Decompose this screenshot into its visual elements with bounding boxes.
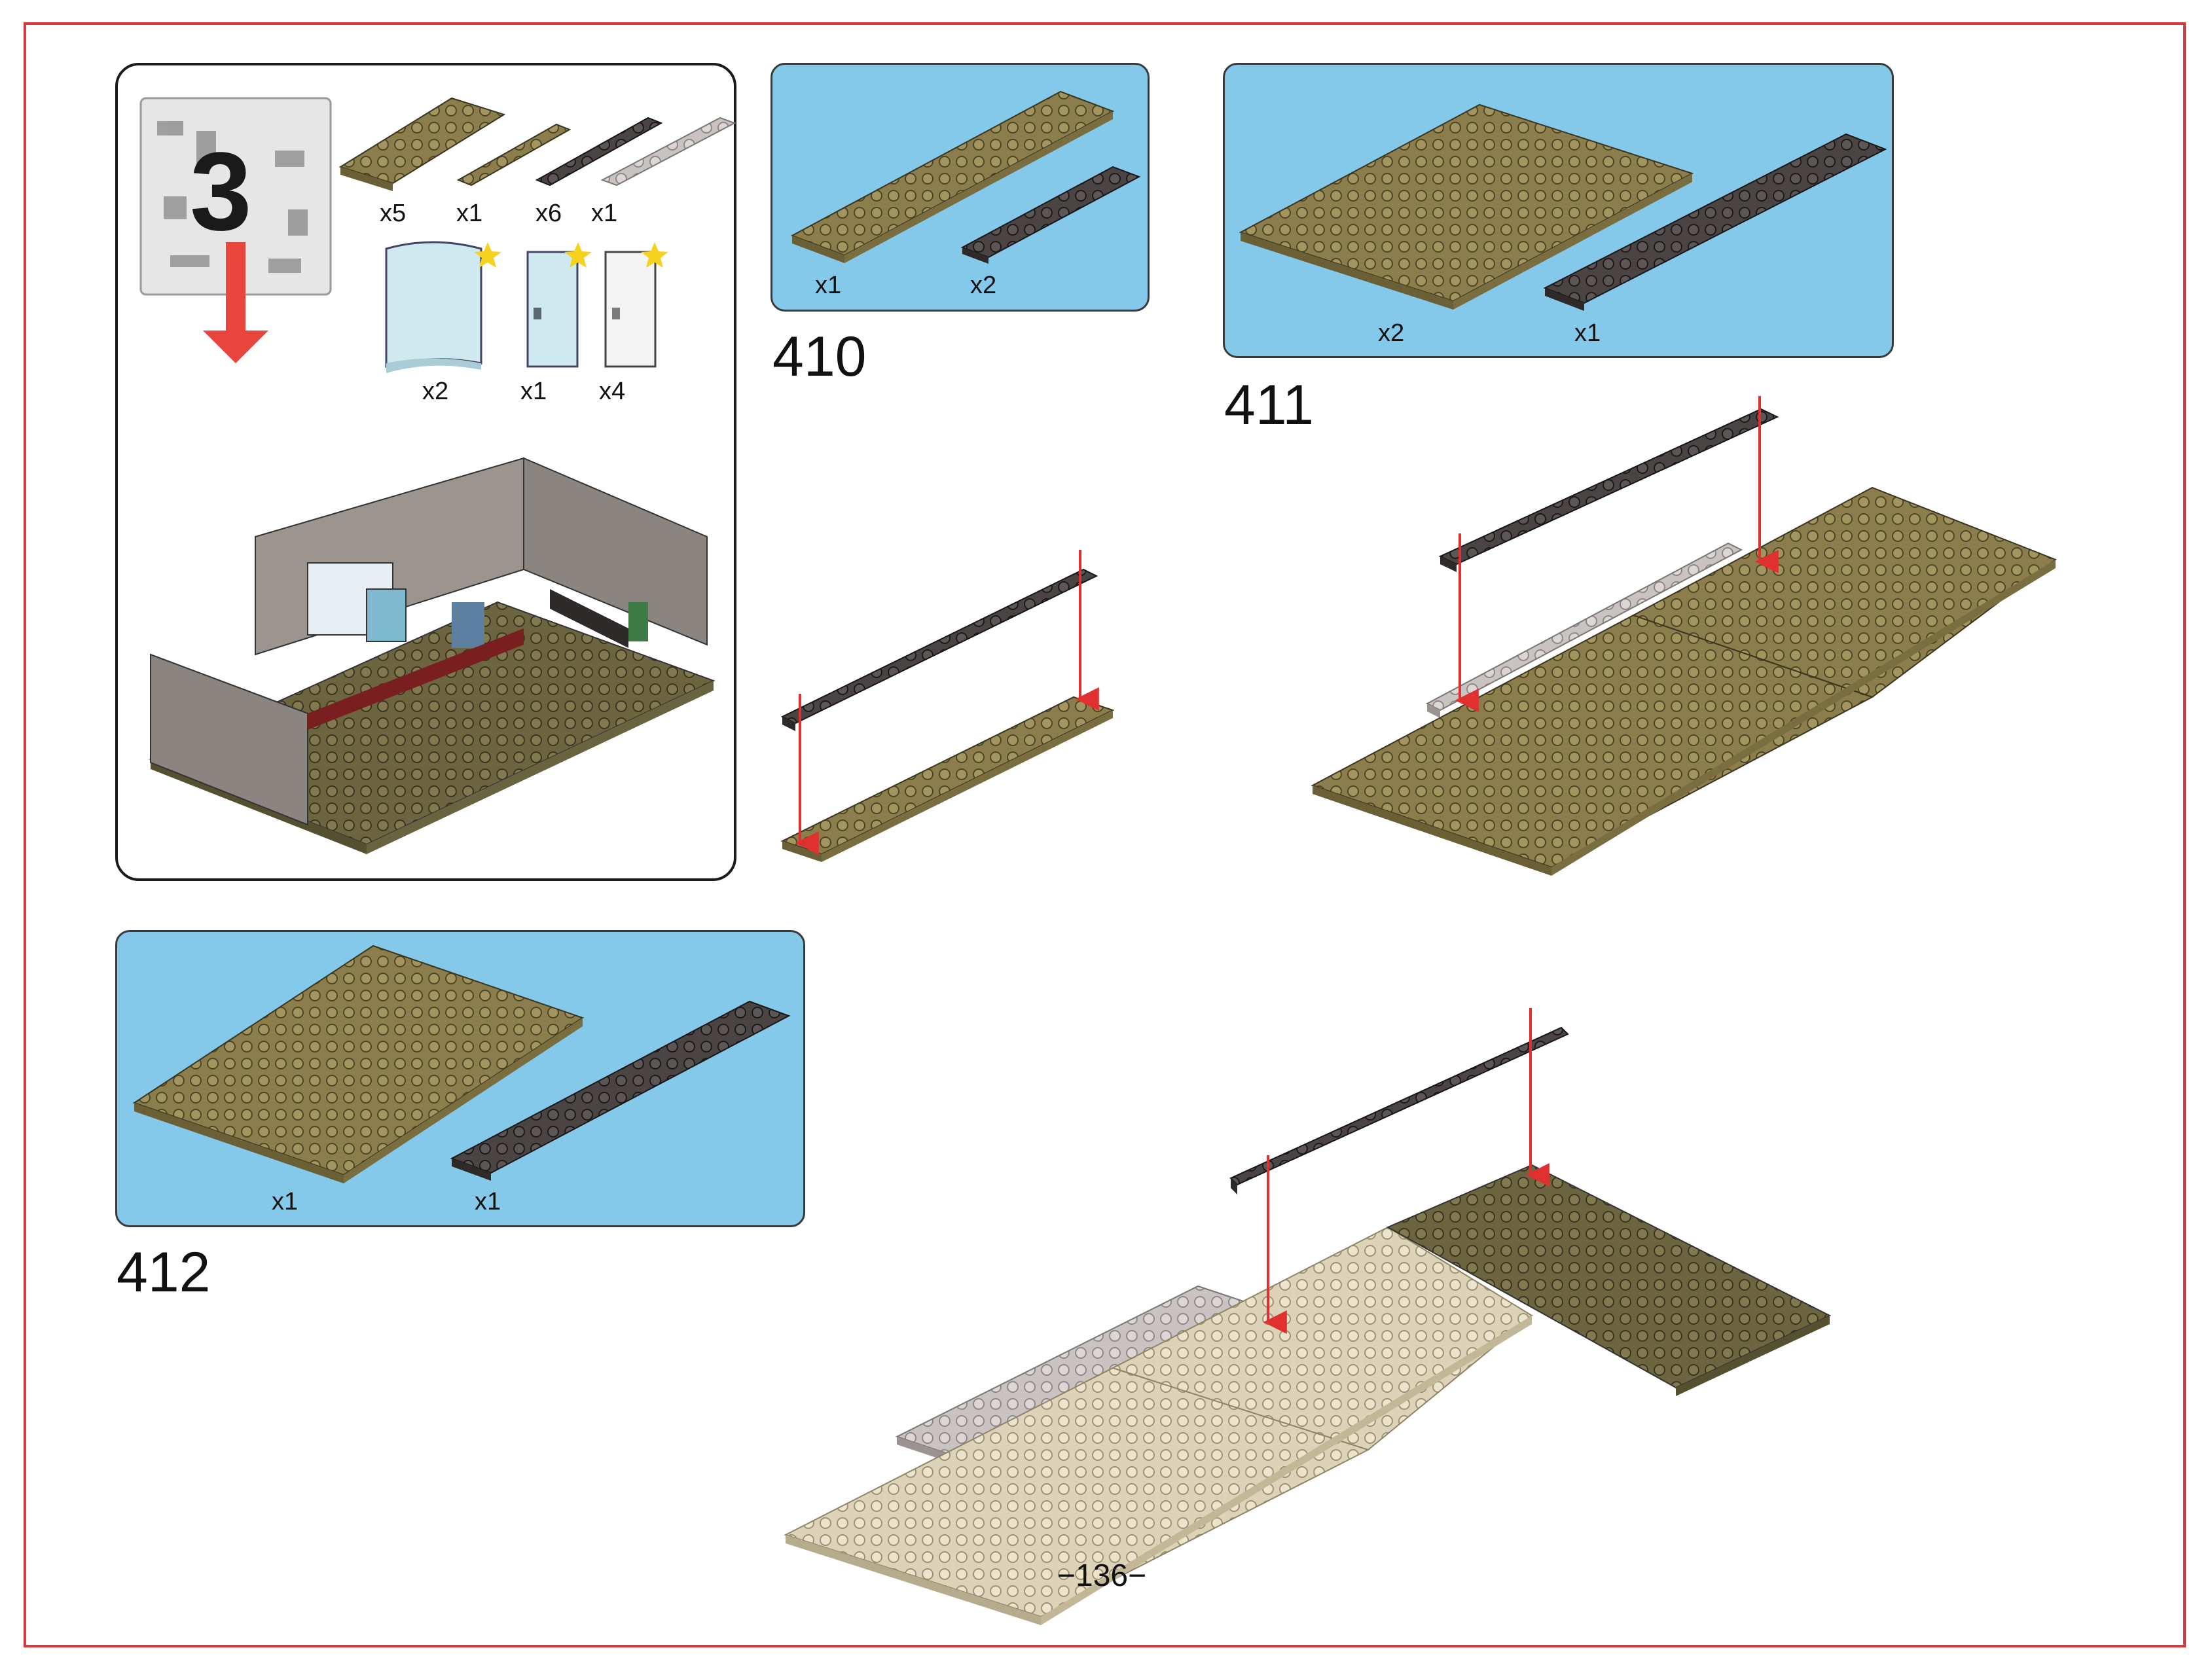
new-part-star-icon bbox=[641, 242, 668, 268]
step-411-qty-tan: x2 bbox=[1378, 319, 1405, 347]
new-part-star-icon bbox=[564, 242, 592, 268]
bag-qty-tan-plate: x5 bbox=[380, 200, 407, 227]
bag-qty-door-glass: x1 bbox=[520, 378, 547, 405]
step-412-qty-dark: x1 bbox=[475, 1188, 501, 1215]
step-412-assembly bbox=[784, 1008, 1832, 1625]
bag-part-curved-glass bbox=[385, 241, 482, 373]
bag-qty-tan-long-plate: x1 bbox=[456, 200, 483, 227]
bag-down-arrow-icon bbox=[203, 242, 268, 363]
bag-qty-curved-glass: x2 bbox=[422, 378, 449, 405]
step-410-qty-dark: x2 bbox=[970, 272, 997, 299]
bag-qty-gray-plate: x1 bbox=[591, 200, 618, 227]
step-411-qty-dark: x1 bbox=[1574, 319, 1601, 347]
bag-number: 3 bbox=[190, 130, 252, 254]
step-412-part-dark-plate bbox=[450, 1000, 791, 1181]
step-410-assembly bbox=[780, 550, 1115, 862]
bag-qty-dark-plate: x6 bbox=[535, 200, 562, 227]
completed-model-preview bbox=[149, 457, 716, 854]
parts-bag-icon bbox=[139, 97, 332, 296]
step-410-qty-tan: x1 bbox=[815, 272, 842, 299]
bag-part-tan-long-plate bbox=[456, 123, 571, 187]
bag-part-door-white bbox=[604, 251, 657, 368]
bag-part-gray-plate bbox=[600, 117, 736, 187]
page-number: −136− bbox=[1057, 1558, 1147, 1593]
bag-qty-door-white: x4 bbox=[599, 378, 626, 405]
step-411-part-dark-plate bbox=[1543, 133, 1887, 311]
step-411-part-tan-plate bbox=[1239, 103, 1694, 310]
step-412-number: 412 bbox=[117, 1241, 211, 1304]
step-410-part-tan-plate bbox=[790, 90, 1115, 263]
page-frame bbox=[24, 22, 2186, 1647]
step-412-qty-tan: x1 bbox=[272, 1188, 299, 1215]
bag-part-tan-plate bbox=[338, 97, 506, 191]
step-412-part-tan-plate bbox=[132, 944, 585, 1183]
bag-part-dark-plate bbox=[535, 117, 663, 187]
step-410-number: 410 bbox=[772, 325, 867, 388]
new-part-star-icon bbox=[474, 242, 501, 268]
step-410-part-dark-plate bbox=[960, 166, 1141, 264]
step-411-assembly bbox=[1311, 396, 2058, 876]
step-411-number: 411 bbox=[1224, 374, 1315, 437]
bag-part-door-glass bbox=[526, 251, 579, 368]
